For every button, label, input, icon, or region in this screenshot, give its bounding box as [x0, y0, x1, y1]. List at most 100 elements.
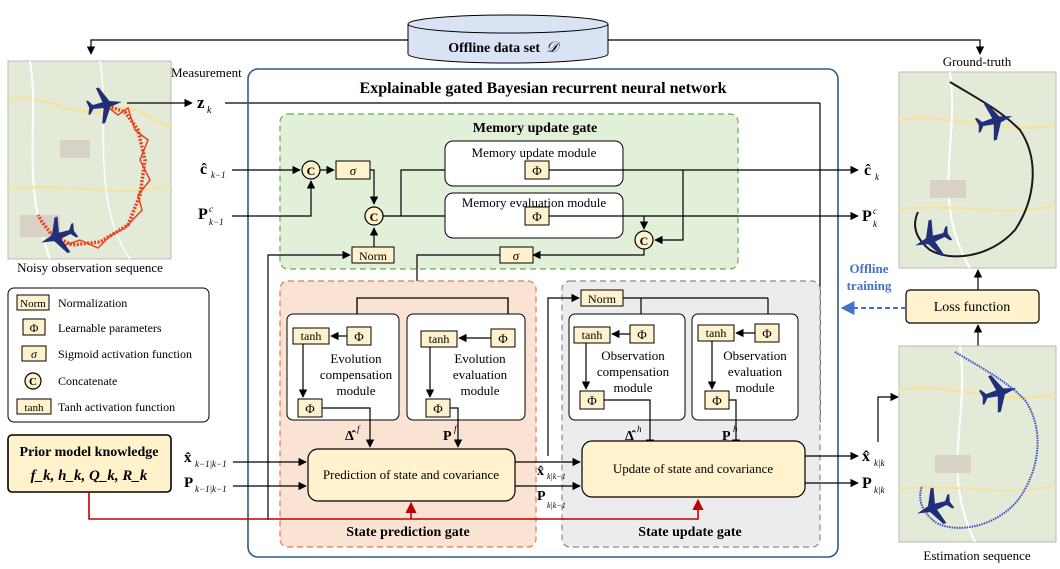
phi-label: Φ [433, 401, 443, 416]
output-p-final: P [862, 475, 872, 492]
p-h-sup: h [733, 424, 738, 434]
x-mid-sub: k|k−1 [547, 472, 566, 481]
groundtruth-caption: Ground-truth [943, 54, 1012, 69]
memory-evaluation-module-label: Memory evaluation module [462, 195, 607, 210]
evolution-comp-line3: module [337, 383, 376, 398]
delta-h-label: Δ̂ [625, 429, 637, 444]
p-mid-label: P [537, 489, 546, 504]
concat-label: C [370, 210, 379, 224]
p-f-label: P [443, 429, 452, 444]
legend-phi-symbol: Φ [30, 321, 39, 335]
tanh-label: tanh [706, 326, 727, 340]
legend-phi-swatch [22, 318, 46, 336]
phi-label: Φ [498, 331, 508, 346]
p-mid-sub: k|k−1 [547, 501, 566, 510]
phi-label: Φ [305, 401, 315, 416]
output-p-sup: c [873, 206, 877, 216]
concat-label: C [307, 164, 316, 178]
tanh-label: tanh [582, 328, 603, 342]
groundtruth-trajectory [914, 81, 1034, 258]
evolution-eval-line3: module [461, 383, 500, 398]
offline-training-line1: Offline [850, 261, 889, 276]
offline-training-line2: training [847, 278, 892, 293]
estimation-caption: Estimation sequence [923, 548, 1030, 563]
tanh-node [697, 324, 735, 342]
input-c-prev: ĉ [200, 161, 207, 178]
delta-f-label: Δ̂ [345, 429, 357, 444]
loss-function-box [905, 289, 1040, 324]
p-f-sup: f [454, 424, 458, 434]
output-p-sub: k [873, 219, 878, 229]
input-p-pred-sub: k−1|k−1 [195, 484, 227, 494]
noisy-map [7, 60, 172, 261]
observation-comp-line1: Observation [601, 348, 665, 363]
dataset-label: Offline data set [448, 41, 540, 56]
input-p-prev: P [198, 206, 208, 223]
legend-sigma-swatch [21, 345, 47, 362]
dataset-to-groundtruth-arrow [608, 39, 985, 55]
input-p-pred: P [184, 475, 193, 491]
legend-concat-symbol: C [29, 376, 37, 388]
sigmoid-label: σ [513, 248, 520, 263]
groundtruth-map [898, 71, 1057, 269]
norm-label: Norm [359, 249, 388, 263]
memory-gate-title: Memory update gate [473, 121, 597, 136]
observation-eval-line2: evaluation [728, 364, 783, 379]
phi-label: Φ [637, 327, 647, 342]
legend-sigma-text: Sigmoid activation function [58, 347, 192, 361]
output-x: x̂ [862, 448, 870, 465]
legend-phi-text: Learnable parameters [58, 321, 162, 335]
output-c-sub: k [875, 172, 880, 182]
phi-label: Φ [712, 393, 722, 408]
phi-label: Φ [762, 326, 772, 341]
p-h-label: P [722, 429, 731, 444]
main-frame [247, 68, 839, 558]
tanh-label: tanh [301, 329, 322, 343]
output-p-final-sub: k|k [874, 485, 885, 495]
output-x-sub: k|k [874, 458, 885, 468]
input-c-prev-sub: k−1 [211, 170, 226, 180]
concat-label: C [640, 234, 649, 248]
estimation-trajectory [919, 351, 1039, 529]
input-p-prev-sub: k−1 [209, 217, 224, 227]
update-box-label: Update of state and covariance [613, 461, 773, 476]
measurement-symbol: z [197, 93, 205, 112]
observation-comp-line2: compensation [597, 364, 670, 379]
prior-knowledge-title: Prior model knowledge [20, 445, 159, 460]
norm-node [351, 246, 395, 264]
observation-comp-line3: module [614, 380, 653, 395]
norm-label: Norm [588, 292, 617, 306]
phi-label: Φ [532, 209, 542, 224]
legend: Norm Normalization Φ Learnable parameter… [7, 287, 210, 423]
prediction-gate-title: State prediction gate [346, 525, 469, 540]
prior-to-update-arrow [88, 492, 704, 520]
update-gate-title: State update gate [638, 525, 741, 540]
prior-knowledge-formula: f_k, h_k, Q_k, R_k [31, 468, 148, 484]
x-mid-label: x̂ [537, 464, 544, 479]
loss-function-label: Loss function [934, 300, 1011, 315]
legend-tanh-symbol: tanh [25, 402, 44, 414]
prediction-box-label: Prediction of state and covariance [323, 467, 499, 482]
phi-label: Φ [532, 163, 542, 178]
legend-sigma-symbol: σ [31, 347, 38, 361]
phi-label: Φ [587, 393, 597, 408]
dataset-symbol: 𝒟 [546, 40, 561, 56]
output-p: P [862, 208, 872, 225]
tanh-node [420, 330, 458, 348]
legend-norm-swatch [16, 294, 50, 311]
observation-eval-line1: Observation [723, 348, 787, 363]
offline-dataset: Offline data set 𝒟 [407, 14, 609, 64]
legend-norm-symbol: Norm [20, 298, 46, 310]
legend-norm-text: Normalization [58, 296, 127, 310]
memory-update-module-label: Memory update module [472, 145, 597, 160]
output-c: ĉ [864, 162, 871, 179]
input-x-pred: x̂ [184, 450, 192, 466]
dataset-to-noisy-arrow [86, 39, 408, 55]
legend-concat-text: Concatenate [58, 374, 117, 388]
memory-gate-panel [279, 113, 739, 270]
evolution-comp-line2: compensation [320, 367, 393, 382]
tanh-label: tanh [429, 332, 450, 346]
measurement-subscript: k [207, 105, 212, 116]
input-p-prev-sup: c [209, 204, 213, 214]
